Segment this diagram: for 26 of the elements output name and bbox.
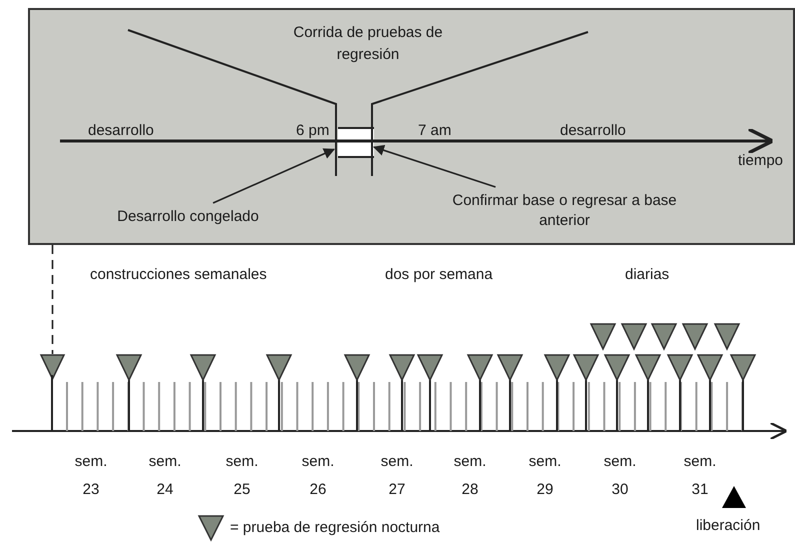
- inset-panel: [28, 8, 795, 245]
- phase-label: desarrollo: [88, 122, 154, 140]
- annotation-text: Confirmar base o regresar a base anterior: [451, 191, 678, 231]
- week-label: sem. 31: [682, 452, 718, 500]
- week-label: sem. 29: [528, 452, 562, 500]
- legend-text: = prueba de regresión nocturna: [230, 519, 440, 537]
- week-label: sem. 27: [380, 452, 414, 500]
- week-label: sem. 28: [452, 452, 488, 500]
- phase-label: 6 pm: [296, 122, 330, 140]
- release-label: liberación: [696, 517, 760, 535]
- phase-label: construcciones semanales: [90, 266, 267, 284]
- week-label: sem. 23: [74, 452, 108, 500]
- phase-label: 7 am: [418, 122, 452, 140]
- week-label: sem. 25: [224, 452, 260, 500]
- phase-label: dos por semana: [385, 266, 493, 284]
- leader-arrow: [372, 144, 496, 188]
- title-text: Corrida de pruebas de regresión: [293, 23, 443, 65]
- week-label: sem. 26: [300, 452, 336, 500]
- phase-label: diarias: [625, 266, 670, 284]
- leader-arrow: [212, 148, 336, 204]
- connector-line: [52, 245, 54, 354]
- phase-label: desarrollo: [560, 122, 626, 140]
- week-label: sem. 24: [148, 452, 182, 500]
- week-label: sem. 30: [602, 452, 638, 500]
- axis-label: tiempo: [738, 152, 784, 170]
- annotation-text: Desarrollo congelado: [116, 207, 260, 227]
